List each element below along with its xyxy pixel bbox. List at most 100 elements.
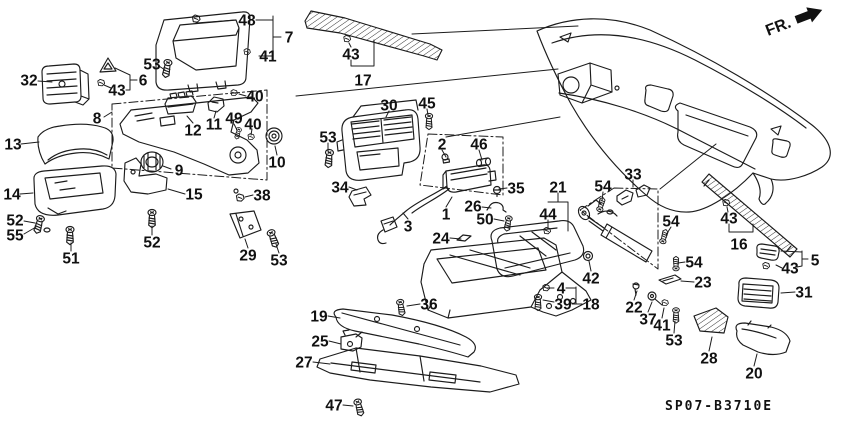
part-label-47: 47: [325, 398, 342, 415]
part-label-7: 7: [285, 30, 294, 47]
part-label-14: 14: [3, 187, 21, 204]
sensor-37: [647, 291, 663, 306]
part-label-37: 37: [639, 312, 656, 329]
part-label-45: 45: [418, 96, 436, 113]
part-label-34: 34: [331, 180, 349, 197]
clip-38: [235, 193, 245, 202]
speaker-grille-28: [693, 307, 729, 334]
part-label-28: 28: [700, 351, 718, 368]
corner-cover-20: [735, 320, 791, 356]
part-label-11: 11: [206, 117, 223, 134]
clip-38-pin: [233, 188, 239, 194]
damper-assembly-33: [577, 184, 653, 263]
part-label-6: 6: [139, 73, 148, 90]
part-label-8: 8: [93, 111, 102, 128]
part-label-54: 54: [662, 214, 680, 231]
part-label-43: 43: [720, 211, 738, 228]
part-label-46: 46: [470, 137, 488, 154]
dashboard-switch-cutout: [644, 84, 674, 113]
part-label-43: 43: [781, 261, 799, 278]
part-label-26: 26: [464, 199, 482, 216]
triangle-clip-6: [99, 57, 117, 73]
part-label-41: 41: [653, 318, 671, 335]
part-label-32: 32: [20, 73, 37, 90]
column-cover-upper: [37, 123, 114, 165]
part-label-19: 19: [310, 309, 328, 326]
fr-label: FR.: [763, 15, 793, 40]
fr-arrow-icon: [794, 7, 823, 24]
part-label-51: 51: [62, 251, 80, 268]
nut-42: [582, 250, 594, 262]
part-label-43: 43: [108, 83, 126, 100]
part-label-42: 42: [582, 271, 599, 288]
screw-53-b: [265, 228, 281, 249]
fr-indicator: FR.: [763, 7, 823, 40]
part-label-55: 55: [6, 228, 24, 245]
part-label-53: 53: [665, 333, 683, 350]
part-label-15: 15: [185, 187, 203, 204]
part-label-24: 24: [432, 231, 450, 248]
leader-lines: [19, 15, 809, 407]
diagram-code: SP07-B3710E: [665, 399, 773, 414]
part-label-16: 16: [730, 237, 748, 254]
bulb-2: [441, 153, 451, 164]
screw-53-d: [672, 307, 680, 324]
clip-44: [543, 226, 552, 235]
screw-54-c: [672, 255, 680, 272]
bracket-15: [123, 157, 168, 195]
part-label-54: 54: [594, 179, 612, 196]
part-label-25: 25: [311, 334, 329, 351]
grille-piece-5: [756, 243, 780, 261]
under-tray-27: [316, 347, 520, 393]
part-label-49: 49: [225, 111, 243, 128]
part-label-20: 20: [745, 366, 762, 383]
part-label-22: 22: [625, 300, 642, 317]
screw-45: [424, 112, 434, 131]
dashboard-clock-box: [557, 62, 613, 104]
part-label-4: 4: [557, 281, 566, 298]
part-label-33: 33: [624, 167, 642, 184]
part-label-40: 40: [246, 89, 263, 106]
dashboard-hole: [614, 85, 620, 91]
harness-plug-3: [376, 216, 398, 245]
clip-48: [191, 14, 201, 23]
socket-46: [475, 157, 492, 168]
dashboard-panel: [536, 18, 831, 213]
part-label-48: 48: [238, 13, 256, 30]
bracket-29: [229, 210, 262, 239]
part-label-39: 39: [554, 297, 572, 314]
dashboard-end-cutout: [771, 138, 791, 158]
lower-lid-19: [333, 308, 476, 358]
part-label-13: 13: [4, 137, 22, 154]
clip-43-d: [762, 261, 771, 270]
latch-25: [340, 329, 363, 352]
washer-55: [43, 227, 51, 233]
column-cover-lower: [33, 165, 117, 216]
part-label-17: 17: [354, 73, 371, 90]
center-vent: [336, 99, 421, 181]
part-label-36: 36: [420, 297, 438, 314]
screw-54-b: [658, 228, 670, 245]
part-label-53: 53: [143, 57, 161, 74]
dashboard-end-cap: [752, 172, 774, 205]
cluster-visor: [155, 11, 251, 93]
part-label-9: 9: [175, 163, 184, 180]
clip-41-b: [661, 299, 669, 307]
part-label-54: 54: [685, 255, 703, 272]
screw-36: [395, 298, 407, 317]
wedge-24: [456, 234, 472, 242]
screw-50: [502, 214, 514, 233]
part-label-1: 1: [442, 207, 451, 224]
defroster-grille-right: [701, 173, 798, 258]
part-label-52: 52: [143, 235, 160, 252]
part-label-5: 5: [811, 253, 820, 270]
bracket-11: [207, 96, 225, 113]
screw-47: [352, 397, 366, 418]
defroster-grille-left: [304, 10, 443, 61]
knob-9: [140, 151, 164, 173]
lower-garnish: [119, 96, 260, 176]
part-label-53: 53: [319, 130, 337, 147]
